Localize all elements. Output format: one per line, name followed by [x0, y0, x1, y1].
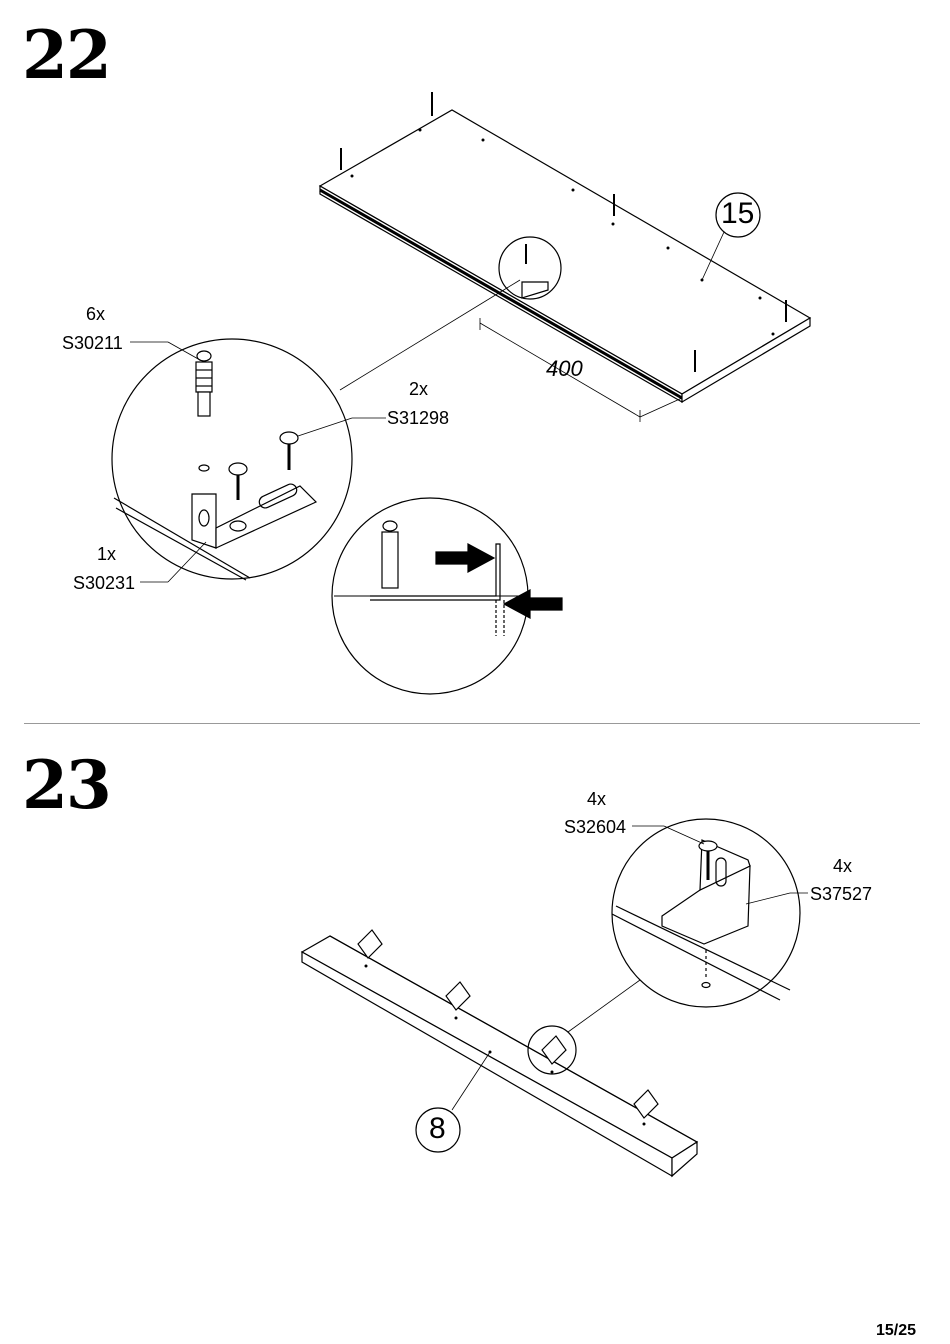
hardware-qty-s30211: 6x — [86, 304, 106, 324]
step-number-22: 22 — [22, 16, 112, 94]
hardware-qty-s31298: 2x — [409, 379, 429, 399]
zoom-detail-bracket — [611, 818, 808, 1008]
dimension-label: 400 — [546, 356, 583, 381]
hardware-qty-s30231: 1x — [97, 544, 117, 564]
step-number-23: 23 — [22, 746, 112, 824]
plank-8-drawing — [300, 929, 699, 1178]
hardware-code-s32604: S32604 — [564, 817, 627, 837]
zoom-detail-fittings — [111, 338, 386, 583]
hardware-code-s37527: S37527 — [810, 884, 873, 904]
hardware-qty-s32604: 4x — [587, 789, 607, 809]
panel-15-drawing — [318, 92, 812, 422]
hardware-code-s30211: S30211 — [62, 333, 123, 353]
hardware-code-s31298: S31298 — [387, 408, 450, 428]
hardware-qty-s37527: 4x — [833, 856, 853, 876]
part-number-15: 15 — [721, 197, 755, 230]
page-number: 15/25 — [875, 1322, 916, 1339]
hardware-code-s30231: S30231 — [73, 573, 136, 593]
part-number-8: 8 — [429, 1112, 446, 1145]
step-divider — [24, 723, 920, 724]
zoom-detail-alignment — [331, 497, 563, 695]
